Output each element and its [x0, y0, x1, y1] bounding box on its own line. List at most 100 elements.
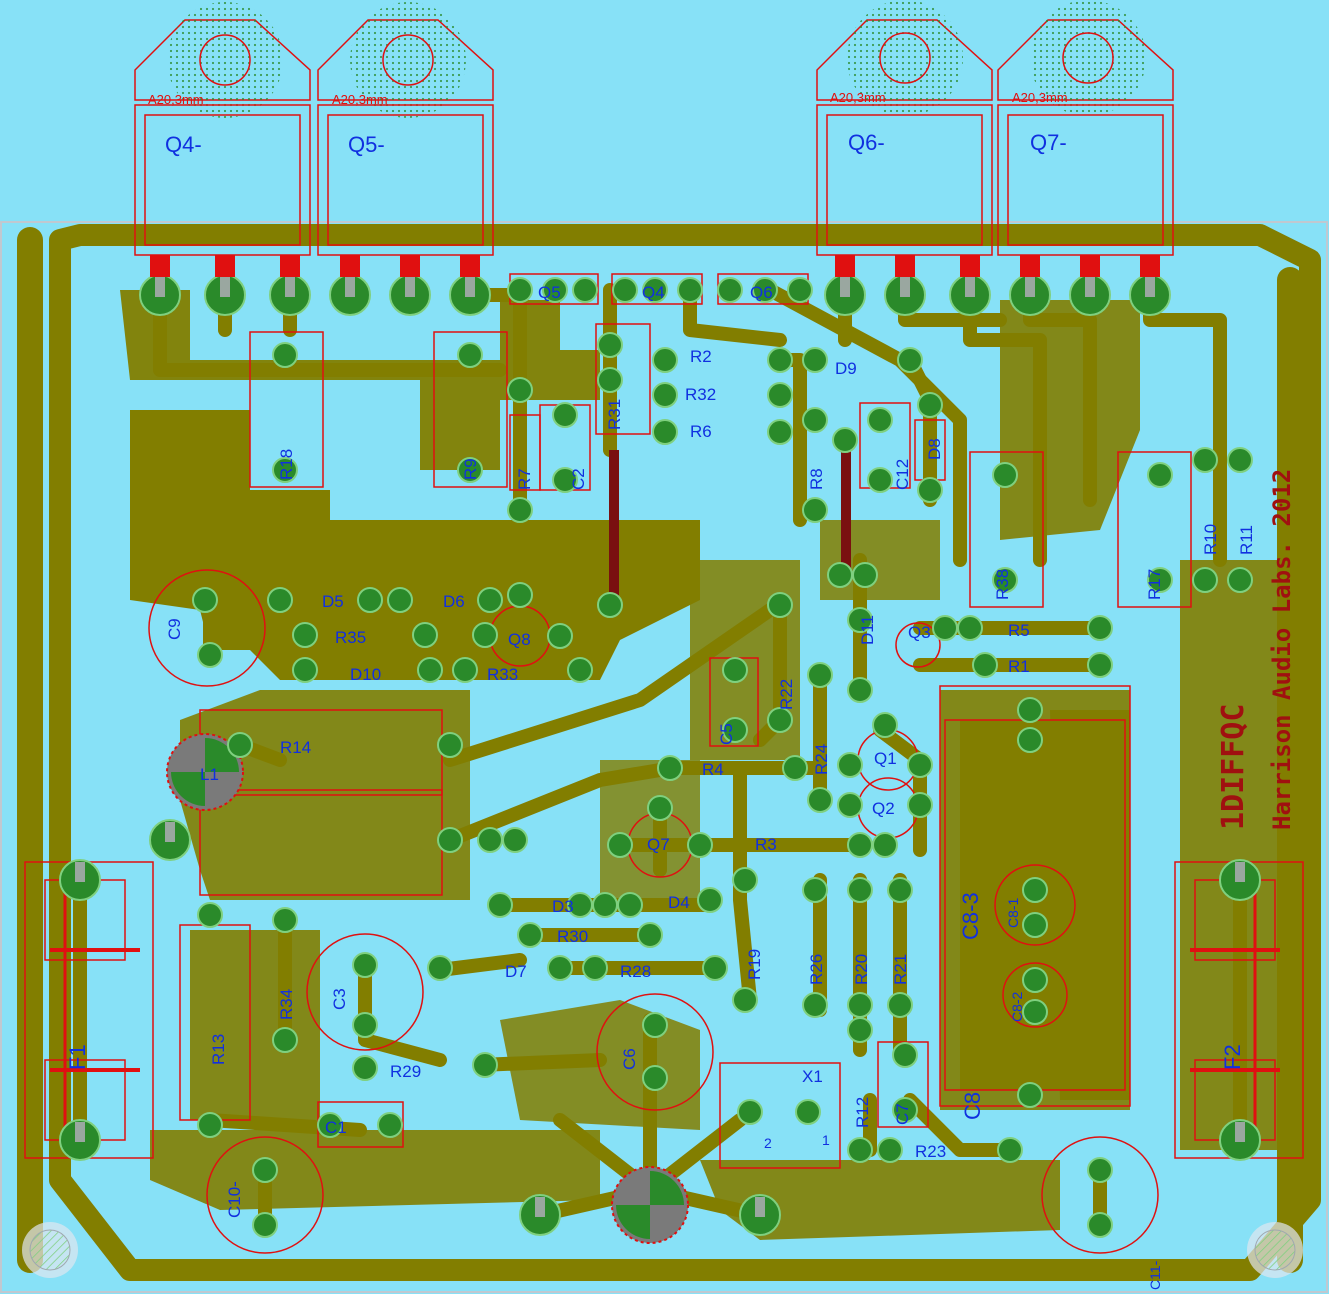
- pad-small: [972, 652, 998, 678]
- pad-small: [377, 1112, 403, 1138]
- pad-small: [427, 955, 453, 981]
- pad-small: [847, 1137, 873, 1163]
- pad-small: [572, 277, 598, 303]
- pad-small: [787, 277, 813, 303]
- pad-small: [457, 342, 483, 368]
- label-d9: D9: [835, 359, 857, 378]
- transistor-lead: [400, 255, 420, 277]
- pad-drill: [405, 277, 415, 297]
- pad-small: [652, 382, 678, 408]
- pad-small: [837, 792, 863, 818]
- pad-small: [892, 1042, 918, 1068]
- pad-small: [827, 562, 853, 588]
- pad-small: [617, 892, 643, 918]
- pad-small: [872, 712, 898, 738]
- pad-small: [782, 755, 808, 781]
- transistor-lead: [1020, 255, 1040, 277]
- label-r9: R9: [461, 458, 480, 480]
- label-r26: R26: [807, 954, 826, 985]
- pad-small: [437, 732, 463, 758]
- transistor-lead: [340, 255, 360, 277]
- pad-small: [697, 887, 723, 913]
- label-x1-pin1: 1: [822, 1132, 830, 1148]
- pad-small: [452, 657, 478, 683]
- pad-small: [1087, 1157, 1113, 1183]
- pad-small: [552, 467, 578, 493]
- pad-small: [847, 677, 873, 703]
- pad-drill: [1025, 277, 1035, 297]
- pad-small: [897, 347, 923, 373]
- pad-small: [867, 407, 893, 433]
- pad-drill: [220, 277, 230, 297]
- board-title: 1DIFFQC: [1216, 704, 1251, 830]
- pad-small: [352, 1055, 378, 1081]
- label-r10: R10: [1201, 524, 1220, 555]
- heatsink-q7: A20,3mm Q7-: [997, 0, 1174, 256]
- label-r3: R3: [755, 835, 777, 854]
- pad-small: [1087, 652, 1113, 678]
- pad-small: [507, 277, 533, 303]
- label-q7: Q7: [647, 835, 670, 854]
- label-d6: D6: [443, 592, 465, 611]
- label-c12: C12: [893, 459, 912, 490]
- heatsink-ref-label: Q6-: [848, 130, 885, 155]
- pad-small: [1147, 567, 1173, 593]
- label-c8-1: C8-1: [1005, 897, 1021, 928]
- label-c8-3: C8-3: [958, 892, 983, 940]
- pad-small: [877, 1137, 903, 1163]
- pad-small: [892, 1097, 918, 1123]
- pad-small: [917, 477, 943, 503]
- pad-small: [907, 792, 933, 818]
- pad-small: [957, 615, 983, 641]
- label-r12: R12: [853, 1097, 872, 1128]
- transistor-lead: [835, 255, 855, 277]
- pad-small: [387, 587, 413, 613]
- label-r29: R29: [390, 1062, 421, 1081]
- pad-small: [352, 1012, 378, 1038]
- pad-small: [317, 1112, 343, 1138]
- pad-drill: [465, 277, 475, 297]
- pad-small: [507, 377, 533, 403]
- board-edge: [0, 221, 1328, 1293]
- pad-small: [1022, 877, 1048, 903]
- pad-small: [542, 277, 568, 303]
- pad-small: [597, 592, 623, 618]
- pad-small: [802, 877, 828, 903]
- transistor-lead: [1140, 255, 1160, 277]
- label-d11: D11: [858, 615, 877, 645]
- pad-small: [642, 1012, 668, 1038]
- pad-small: [547, 623, 573, 649]
- pad-small: [802, 347, 828, 373]
- pad-small: [1227, 447, 1253, 473]
- label-d4: D4: [668, 893, 690, 912]
- pad-small: [932, 615, 958, 641]
- pad-small: [1147, 462, 1173, 488]
- mounting-holes: [22, 1222, 1303, 1278]
- pad-small: [767, 347, 793, 373]
- pad-small: [847, 832, 873, 858]
- pad-small: [472, 1052, 498, 1078]
- pad-small: [547, 955, 573, 981]
- label-d3: D3: [552, 897, 574, 916]
- label-f2: F2: [1220, 1044, 1245, 1070]
- pad-small: [657, 755, 683, 781]
- pad-small: [1087, 615, 1113, 641]
- pad-small: [717, 277, 743, 303]
- pad-small: [907, 752, 933, 778]
- heatsink-q5: A20,3mm Q5-: [317, 2, 494, 256]
- pad-drill: [345, 277, 355, 297]
- pad-small: [197, 1112, 223, 1138]
- label-c5: C5: [717, 723, 736, 745]
- pad-small: [292, 622, 318, 648]
- label-c8: C8: [960, 1092, 985, 1120]
- heatsink-group: A20,3mm Q4- A20,3mm Q5- A20,3mm Q6-: [134, 0, 1174, 256]
- pad-small: [197, 902, 223, 928]
- label-q2: Q2: [872, 799, 895, 818]
- pad-small: [612, 277, 638, 303]
- label-r19: R19: [745, 949, 764, 980]
- label-d10: D10: [350, 665, 381, 684]
- pad-small: [802, 497, 828, 523]
- label-d7: D7: [505, 962, 527, 981]
- label-r8: R8: [807, 468, 826, 490]
